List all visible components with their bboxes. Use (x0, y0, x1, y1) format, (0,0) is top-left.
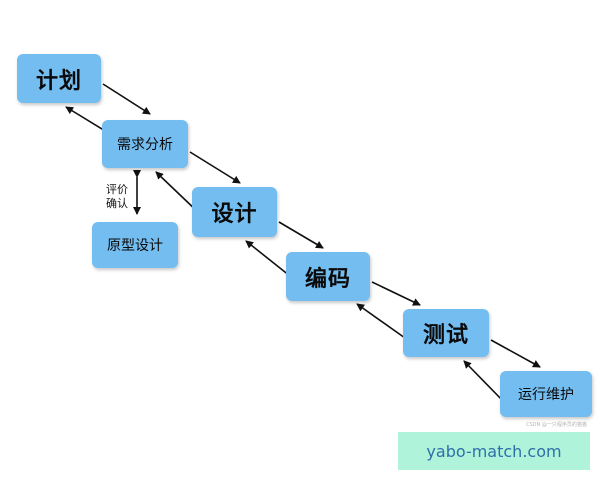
node-design: 设计 (192, 187, 277, 237)
node-operations-maintenance-label: 运行维护 (518, 387, 574, 403)
node-requirements-analysis: 需求分析 (102, 120, 188, 168)
node-coding: 编码 (286, 252, 370, 301)
evaluation-confirm-line2: 确认 (106, 197, 128, 210)
arrow-plan-to-requirements (102, 83, 151, 115)
footer-link-text[interactable]: yabo-match.com (426, 441, 562, 461)
evaluation-confirm-line1: 评价 (106, 183, 128, 196)
node-testing: 测试 (403, 309, 489, 357)
node-prototype-design-label: 原型设计 (107, 238, 163, 254)
node-coding-label: 编码 (304, 266, 351, 292)
node-requirements-analysis-label: 需求分析 (117, 137, 173, 153)
evaluation-confirm-label: 评价 确认 (100, 183, 134, 211)
arrow-operations-to-testing (463, 360, 506, 404)
watermark-text: CSDN @一只程序员的猫猫 (526, 422, 587, 428)
arrow-requirements-to-design (189, 151, 241, 184)
node-prototype-design: 原型设计 (92, 222, 178, 268)
arrow-coding-to-testing (371, 281, 421, 306)
footer-link-badge[interactable]: yabo-match.com (398, 432, 590, 470)
node-operations-maintenance: 运行维护 (500, 371, 592, 417)
node-plan: 计划 (17, 54, 101, 103)
arrow-design-to-coding (278, 221, 324, 249)
node-design-label: 设计 (211, 202, 258, 227)
arrow-testing-to-coding (356, 303, 406, 339)
node-testing-label: 测试 (422, 323, 469, 348)
arrow-testing-to-operations (490, 339, 541, 368)
node-plan-label: 计划 (35, 68, 82, 94)
